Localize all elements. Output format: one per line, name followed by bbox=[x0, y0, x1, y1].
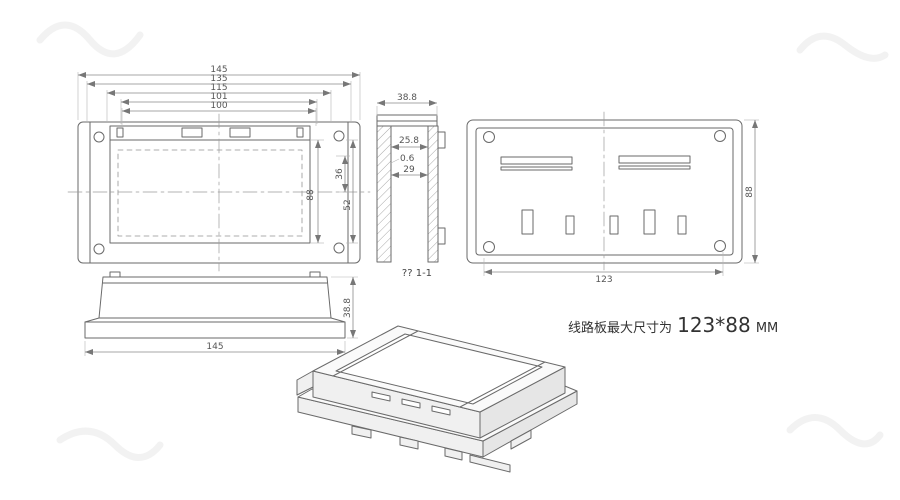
mounting-ear bbox=[296, 370, 314, 396]
lid-clip bbox=[229, 127, 251, 138]
front-view bbox=[67, 113, 371, 272]
din-rail-tab bbox=[444, 447, 463, 461]
lid-seam bbox=[332, 330, 419, 377]
standoff-cutout bbox=[521, 209, 534, 235]
vent-slot bbox=[618, 165, 691, 170]
lid-clip bbox=[181, 127, 203, 138]
isometric-view bbox=[296, 325, 578, 473]
section-clip bbox=[437, 227, 446, 245]
vent-slot bbox=[500, 166, 573, 171]
screw-hole bbox=[333, 242, 345, 254]
standoff-cutout bbox=[677, 215, 687, 235]
section-view-dimensions: 38.8 25.8 0.6 29 ?? 1-1 bbox=[376, 93, 438, 279]
standoff-cutout bbox=[643, 209, 656, 235]
vent-slot bbox=[431, 405, 451, 416]
dim-back-height-88: 88 bbox=[745, 186, 755, 198]
vent-slot bbox=[401, 398, 421, 409]
dim-side-height-38.8: 38.8 bbox=[343, 298, 353, 318]
section-clip bbox=[437, 131, 446, 149]
back-body-outline bbox=[466, 119, 743, 264]
dim-section-29: 29 bbox=[403, 165, 415, 175]
front-panel-recess bbox=[109, 125, 311, 244]
dim-front-52: 52 bbox=[343, 199, 353, 210]
din-rail-tab bbox=[351, 425, 372, 439]
dim-front-width-135: 135 bbox=[210, 74, 227, 84]
section-title: ?? 1-1 bbox=[402, 268, 432, 279]
screw-hole bbox=[483, 131, 495, 143]
vent-slot bbox=[618, 155, 691, 164]
dim-section-0.6: 0.6 bbox=[400, 154, 415, 164]
side-profile-dimensions: 38.8 145 bbox=[84, 276, 358, 356]
screw-hole bbox=[714, 240, 726, 252]
din-rail-clip bbox=[469, 454, 511, 473]
dim-side-width-145: 145 bbox=[206, 342, 223, 352]
screw-hole bbox=[93, 243, 105, 255]
lid-seam bbox=[459, 361, 546, 408]
cover-profile-outline bbox=[84, 276, 346, 339]
screw-hole bbox=[714, 130, 726, 142]
note-dimensions: 123*88 bbox=[677, 313, 751, 337]
vent-slot bbox=[371, 391, 391, 402]
dim-front-36: 36 bbox=[335, 168, 345, 180]
dim-front-width-115: 115 bbox=[210, 83, 227, 93]
lid-inset-panel bbox=[335, 333, 543, 405]
pcb-outline-dashed bbox=[117, 149, 303, 237]
top-tab bbox=[309, 271, 321, 278]
section-left-wall-hatched bbox=[376, 125, 392, 263]
watermark bbox=[36, 21, 889, 461]
standoff-cutout bbox=[565, 215, 575, 235]
note-prefix: 线路板最大尺寸为 bbox=[568, 320, 672, 336]
screw-hole bbox=[93, 131, 105, 143]
din-rail-tab bbox=[399, 436, 419, 450]
vent-slot bbox=[500, 156, 573, 165]
max-pcb-size-note: 线路板最大尺寸为 123*88 MM bbox=[568, 313, 778, 337]
screw-hole bbox=[483, 241, 495, 253]
lid-clip bbox=[296, 127, 304, 138]
dim-back-width-123: 123 bbox=[595, 275, 612, 285]
screw-hole bbox=[333, 130, 345, 142]
dim-section-38.8: 38.8 bbox=[397, 93, 417, 103]
top-tab bbox=[109, 271, 121, 278]
front-view-dimensions: 145 135 115 101 100 88 36 52 bbox=[77, 65, 361, 244]
din-rail-tab bbox=[510, 429, 532, 450]
dim-front-height-88: 88 bbox=[306, 189, 316, 201]
back-view bbox=[466, 111, 743, 271]
lid-clip bbox=[116, 127, 124, 138]
dim-front-width-145: 145 bbox=[210, 65, 227, 75]
dim-section-25.8: 25.8 bbox=[399, 136, 419, 146]
dim-front-width-100: 100 bbox=[210, 101, 227, 111]
section-right-wall-hatched bbox=[427, 125, 439, 263]
back-view-dimensions: 88 123 bbox=[483, 119, 759, 285]
back-inner-wall bbox=[475, 127, 734, 256]
standoff-cutout bbox=[609, 215, 619, 235]
dim-front-width-101: 101 bbox=[210, 92, 227, 102]
note-unit: MM bbox=[756, 321, 778, 336]
side-profile-view bbox=[84, 271, 346, 339]
